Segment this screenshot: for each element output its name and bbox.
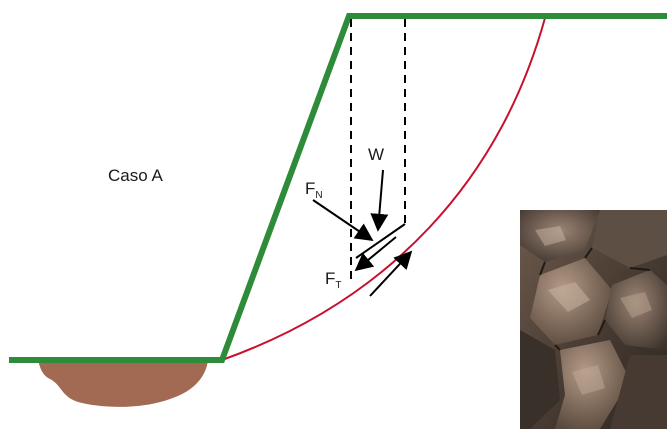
case-label: Caso A — [108, 166, 163, 185]
resisting-force-arrow — [369, 250, 413, 297]
normal-force-arrow — [312, 199, 374, 242]
tangential-force-label-main: F — [325, 269, 335, 288]
weight-label: W — [368, 145, 384, 164]
rock-texture-photo — [520, 210, 667, 429]
soil-mass — [38, 360, 208, 407]
normal-force-label-main: F — [305, 179, 315, 198]
tangential-force-label-sub: T — [335, 280, 341, 291]
failure-surface-curve — [221, 17, 546, 361]
normal-force-label-sub: N — [315, 190, 322, 201]
normal-force-label: FN — [305, 179, 323, 201]
slice-base-line — [355, 223, 406, 259]
slope-profile-line — [9, 13, 667, 363]
tangential-force-label: FT — [325, 269, 342, 291]
tangential-force-arrow — [354, 236, 397, 272]
weight-arrow — [370, 169, 389, 232]
